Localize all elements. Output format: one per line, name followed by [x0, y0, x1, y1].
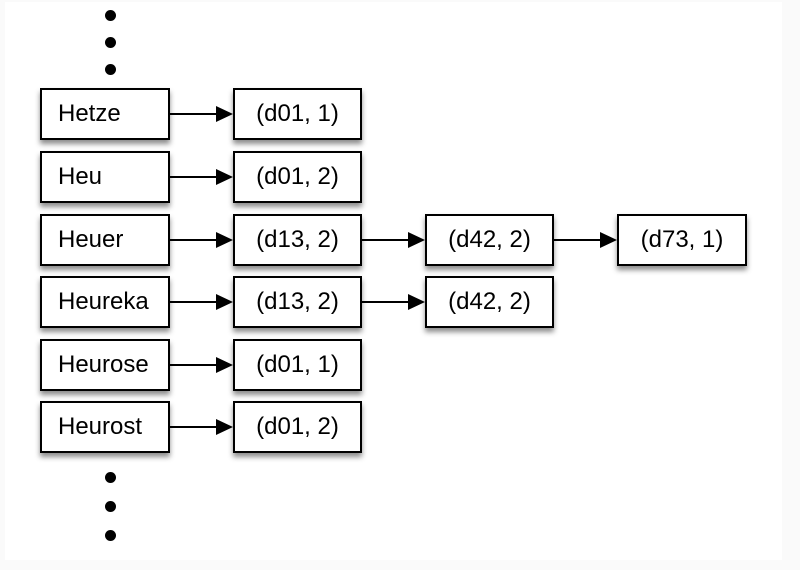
arrow-connector: [170, 294, 233, 310]
ellipsis-dot-icon: [104, 37, 116, 48]
arrow-head-icon: [408, 232, 425, 248]
ellipsis-top: [100, 10, 120, 75]
arrow-connector: [362, 232, 425, 248]
arrow-head-icon: [216, 419, 233, 435]
arrow-head-icon: [216, 169, 233, 185]
arrow-shaft: [170, 175, 216, 179]
posting-box: (d73, 1): [617, 214, 747, 266]
arrow-shaft: [170, 300, 216, 304]
term-box-heurost: Heurost: [40, 401, 170, 453]
arrow-connector: [554, 232, 617, 248]
arrow-connector: [170, 106, 233, 122]
arrow-connector: [170, 232, 233, 248]
arrow-shaft: [362, 238, 408, 242]
arrow-connector: [170, 419, 233, 435]
posting-box: (d42, 2): [425, 214, 554, 266]
ellipsis-dot-icon: [104, 10, 116, 21]
arrow-shaft: [170, 112, 216, 116]
posting-box: (d13, 2): [233, 276, 362, 328]
term-box-heureka: Heureka: [40, 276, 170, 328]
ellipsis-dot-icon: [104, 530, 116, 541]
arrow-connector: [170, 357, 233, 373]
arrow-shaft: [170, 425, 216, 429]
arrow-shaft: [170, 238, 216, 242]
posting-box: (d42, 2): [425, 276, 554, 328]
posting-box: (d13, 2): [233, 214, 362, 266]
diagram-canvas: Hetze (d01, 1) Heu (d01, 2) Heuer (d13, …: [5, 2, 782, 560]
arrow-connector: [362, 294, 425, 310]
ellipsis-bottom: [100, 472, 120, 541]
arrow-head-icon: [600, 232, 617, 248]
ellipsis-dot-icon: [104, 64, 116, 75]
term-box-heu: Heu: [40, 151, 170, 203]
arrow-head-icon: [408, 294, 425, 310]
term-box-hetze: Hetze: [40, 88, 170, 140]
ellipsis-dot-icon: [104, 501, 116, 512]
term-box-heuer: Heuer: [40, 214, 170, 266]
term-box-heurose: Heurose: [40, 339, 170, 391]
arrow-connector: [170, 169, 233, 185]
arrow-head-icon: [216, 357, 233, 373]
arrow-shaft: [170, 363, 216, 367]
arrow-shaft: [554, 238, 600, 242]
arrow-head-icon: [216, 232, 233, 248]
arrow-head-icon: [216, 294, 233, 310]
posting-box: (d01, 2): [233, 401, 362, 453]
posting-box: (d01, 2): [233, 151, 362, 203]
posting-box: (d01, 1): [233, 88, 362, 140]
arrow-head-icon: [216, 106, 233, 122]
ellipsis-dot-icon: [104, 472, 116, 483]
arrow-shaft: [362, 300, 408, 304]
posting-box: (d01, 1): [233, 339, 362, 391]
